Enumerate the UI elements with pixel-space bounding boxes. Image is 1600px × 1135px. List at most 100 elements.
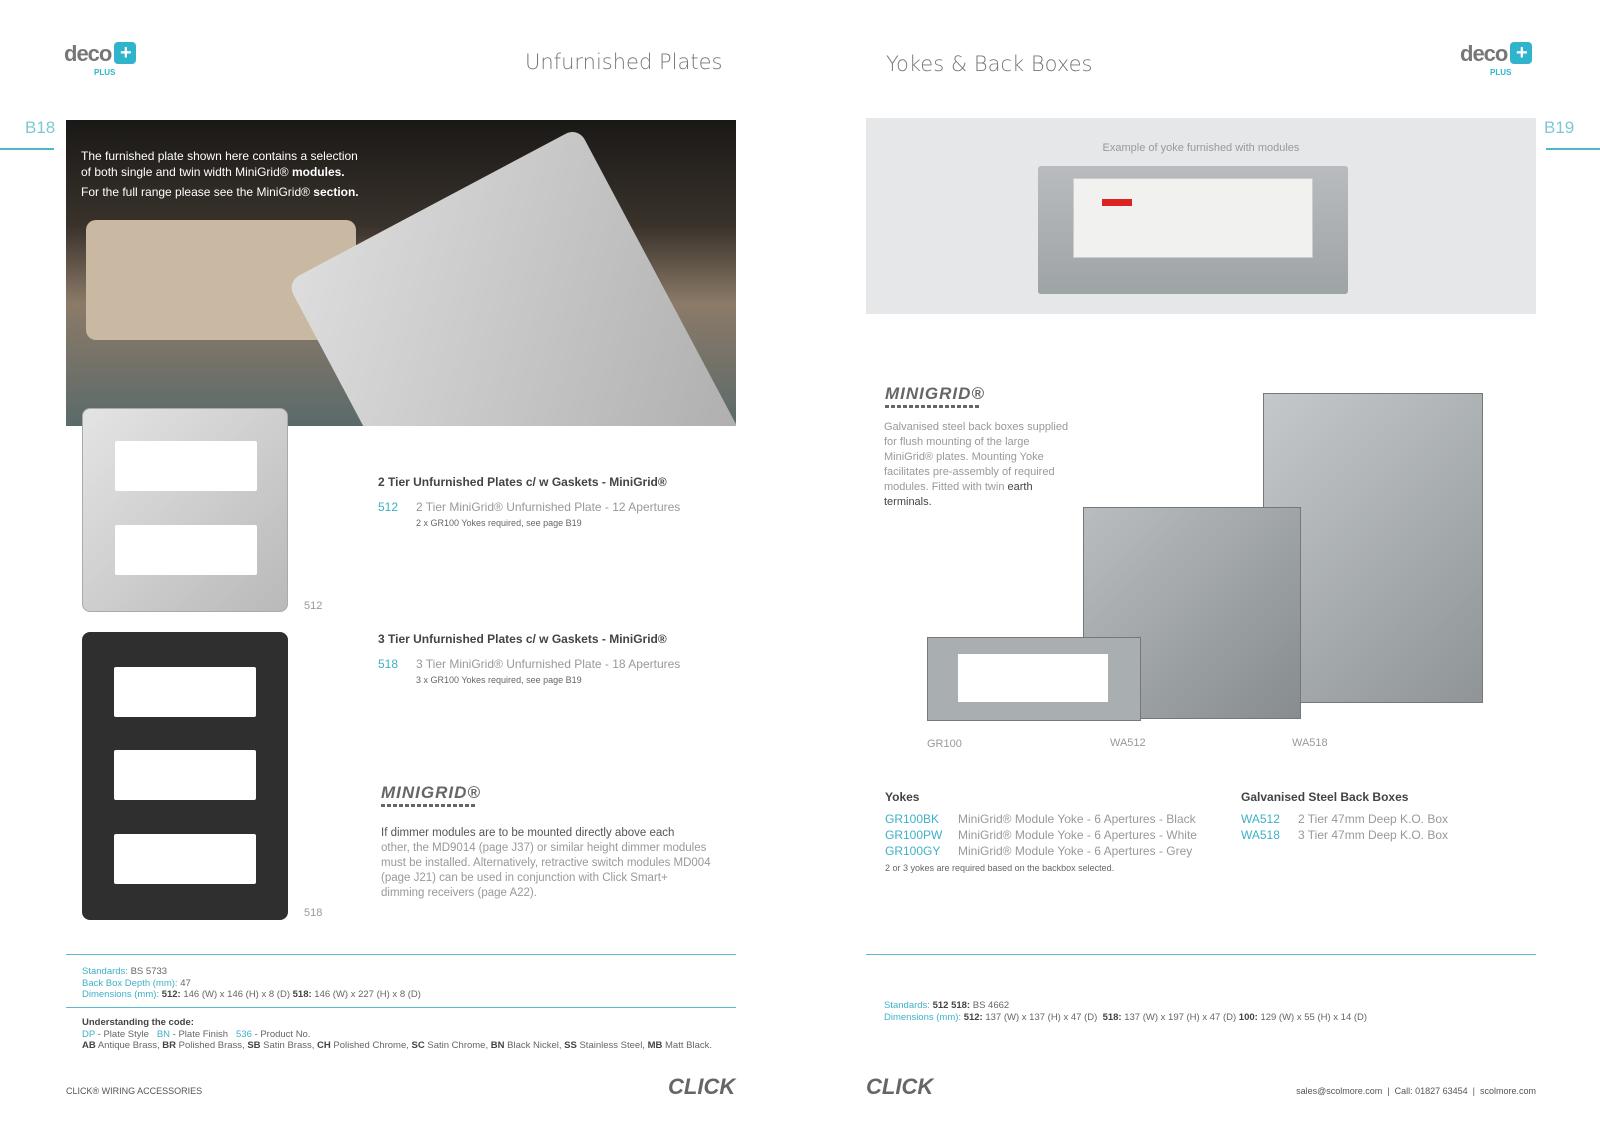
hero-photo: The furnished plate shown here contains … <box>66 120 736 426</box>
image-label-wa512: WA512 <box>1110 737 1146 749</box>
finish-name: Satin Chrome, <box>424 1040 491 1051</box>
deco-plus-logo: deco+ PLUS <box>64 41 137 77</box>
product-code: 512 <box>378 500 399 514</box>
modules <box>1073 178 1313 258</box>
yoke-with-modules-image <box>1038 166 1348 294</box>
finish-name: Satin Brass, <box>260 1040 318 1051</box>
spec-code: 512: <box>963 1011 983 1023</box>
product-note: 3 x GR100 Yokes required, see page B19 <box>416 675 582 685</box>
spec-value: BS 4662 <box>972 1000 1010 1011</box>
hero-text-2b: modules. <box>291 165 345 179</box>
spec-label: Back Box Depth (mm): <box>82 977 178 989</box>
spec-label: Standards: <box>884 1000 930 1011</box>
code-key: Understanding the code: DP - Plate Style… <box>82 1017 712 1052</box>
yokes-note: 2 or 3 yokes are required based on the b… <box>885 863 1115 873</box>
backbox-row: WA518 3 Tier 47mm Deep K.O. Box <box>1241 827 1536 843</box>
finish-name: Antique Brass, <box>95 1040 163 1051</box>
spec-code: 518: <box>292 989 312 1000</box>
spec-code: 512: <box>161 989 181 1000</box>
para-text: Galvanised steel back boxes supplied for… <box>884 421 1069 493</box>
spec-label: Dimensions (mm): <box>884 1011 962 1023</box>
finish-name: Polished Chrome, <box>330 1040 412 1051</box>
spec-code: 512 518: <box>932 1000 971 1011</box>
spec-label: Dimensions (mm): <box>82 989 160 1000</box>
backbox-code: WA518 <box>1241 828 1280 842</box>
para-line-2: other, the MD9014 (page J37) or similar … <box>381 842 711 899</box>
finish-list: AB Antique Brass, BR Polished Brass, SB … <box>82 1040 712 1052</box>
gr100-yoke-image <box>927 637 1141 721</box>
finish-code: SS <box>564 1040 577 1051</box>
finish-code: BN <box>490 1040 505 1051</box>
para-line-1: If dimmer modules are to be mounted dire… <box>381 827 675 839</box>
backboxes-table: Galvanised Steel Back Boxes WA512 2 Tier … <box>1241 790 1536 843</box>
para-text-bold: earth terminals. <box>884 481 1033 508</box>
yokes-heading: Yokes <box>885 790 920 804</box>
logo-text: deco <box>64 41 112 66</box>
logo-sub: PLUS <box>94 68 116 77</box>
finish-code: CH <box>317 1040 331 1051</box>
hero-text-1: The furnished plate shown here contains … <box>81 149 358 163</box>
yoke-code: GR100PW <box>885 828 943 842</box>
product-518: 3 Tier Unfurnished Plates c/ w Gaskets -… <box>378 632 738 685</box>
divider <box>66 1007 736 1008</box>
deco-plus-logo: deco+PLUS <box>1460 41 1533 77</box>
plate-512-image <box>82 408 288 612</box>
page-title: Yokes & Back Boxes <box>886 52 1093 76</box>
yoke-code: GR100BK <box>885 812 940 826</box>
spec-value: 137 (W) x 137 (H) x 47 (D) <box>985 1011 1098 1023</box>
plus-icon: + <box>1510 42 1533 64</box>
plate-518-image <box>82 632 288 920</box>
code-val: - Plate Style <box>97 1028 149 1040</box>
finish-name: Matt Black. <box>662 1040 712 1051</box>
spec-value: BS 5733 <box>130 966 168 977</box>
backbox-paragraph: Galvanised steel back boxes supplied for… <box>884 420 1069 510</box>
spec-value: 137 (W) x 197 (H) x 47 (D) <box>1124 1011 1237 1023</box>
spec-value: 146 (W) x 227 (H) x 8 (D) <box>314 989 421 1000</box>
divider <box>866 954 1536 955</box>
finish-code: SB <box>247 1040 261 1051</box>
example-caption: Example of yoke furnished with modules <box>1102 142 1300 154</box>
code-key: 536 <box>236 1028 252 1040</box>
image-label-512: 512 <box>304 600 323 612</box>
minigrid-logo: MINIGRID® <box>381 783 481 807</box>
finish-name: Black Nickel, <box>504 1040 565 1051</box>
image-label-518: 518 <box>304 907 323 919</box>
backbox-desc: 2 Tier 47mm Deep K.O. Box <box>1298 812 1449 826</box>
click-logo: CLICK <box>668 1074 736 1099</box>
product-note: 2 x GR100 Yokes required, see page B19 <box>416 518 582 528</box>
product-512: 2 Tier Unfurnished Plates c/ w Gaskets -… <box>378 475 738 528</box>
finish-code: AB <box>82 1040 96 1051</box>
product-desc: 2 Tier MiniGrid® Unfurnished Plate - 12 … <box>416 500 681 514</box>
logo-text: deco <box>1460 41 1508 66</box>
backbox-row: WA512 2 Tier 47mm Deep K.O. Box <box>1241 811 1536 827</box>
hero-text-2: of both single and twin width MiniGrid® <box>81 165 292 179</box>
code-val: - Plate Finish <box>172 1028 229 1040</box>
click-logo: CLICK <box>866 1074 934 1099</box>
product-heading: 2 Tier Unfurnished Plates c/ w Gaskets -… <box>378 475 667 489</box>
image-label-gr100: GR100 <box>927 738 962 750</box>
backboxes-heading: Galvanised Steel Back Boxes <box>1241 790 1409 804</box>
spec-value: 129 (W) x 55 (H) x 14 (D) <box>1260 1011 1368 1023</box>
footer-text: CLICK® WIRING ACCESSORIES <box>66 1086 203 1096</box>
finish-code: BR <box>162 1040 177 1051</box>
product-code: 518 <box>378 657 399 671</box>
contact-info: sales@scolmore.com | Call: 01827 63454 |… <box>1296 1086 1536 1096</box>
spec-code: 100: <box>1238 1011 1258 1023</box>
spec-value: 47 <box>180 977 191 989</box>
divider <box>66 954 736 955</box>
backbox-code: WA512 <box>1241 812 1280 826</box>
page-title: Unfurnished Plates <box>525 50 723 74</box>
code-key: DP <box>82 1028 96 1040</box>
backbox-desc: 3 Tier 47mm Deep K.O. Box <box>1298 828 1449 842</box>
page-number: B18 <box>25 118 56 137</box>
plus-icon: + <box>114 42 137 64</box>
page-number: B19 <box>1544 118 1575 137</box>
yoke-code: GR100GY <box>885 844 941 858</box>
example-panel: Example of yoke furnished with modules <box>866 118 1536 314</box>
code-key: BN <box>156 1028 171 1040</box>
right-specs: Standards: 512 518: BS 4662 Dimensions (… <box>884 1000 1367 1023</box>
spec-value: 146 (W) x 146 (H) x 8 (D) <box>183 989 290 1000</box>
